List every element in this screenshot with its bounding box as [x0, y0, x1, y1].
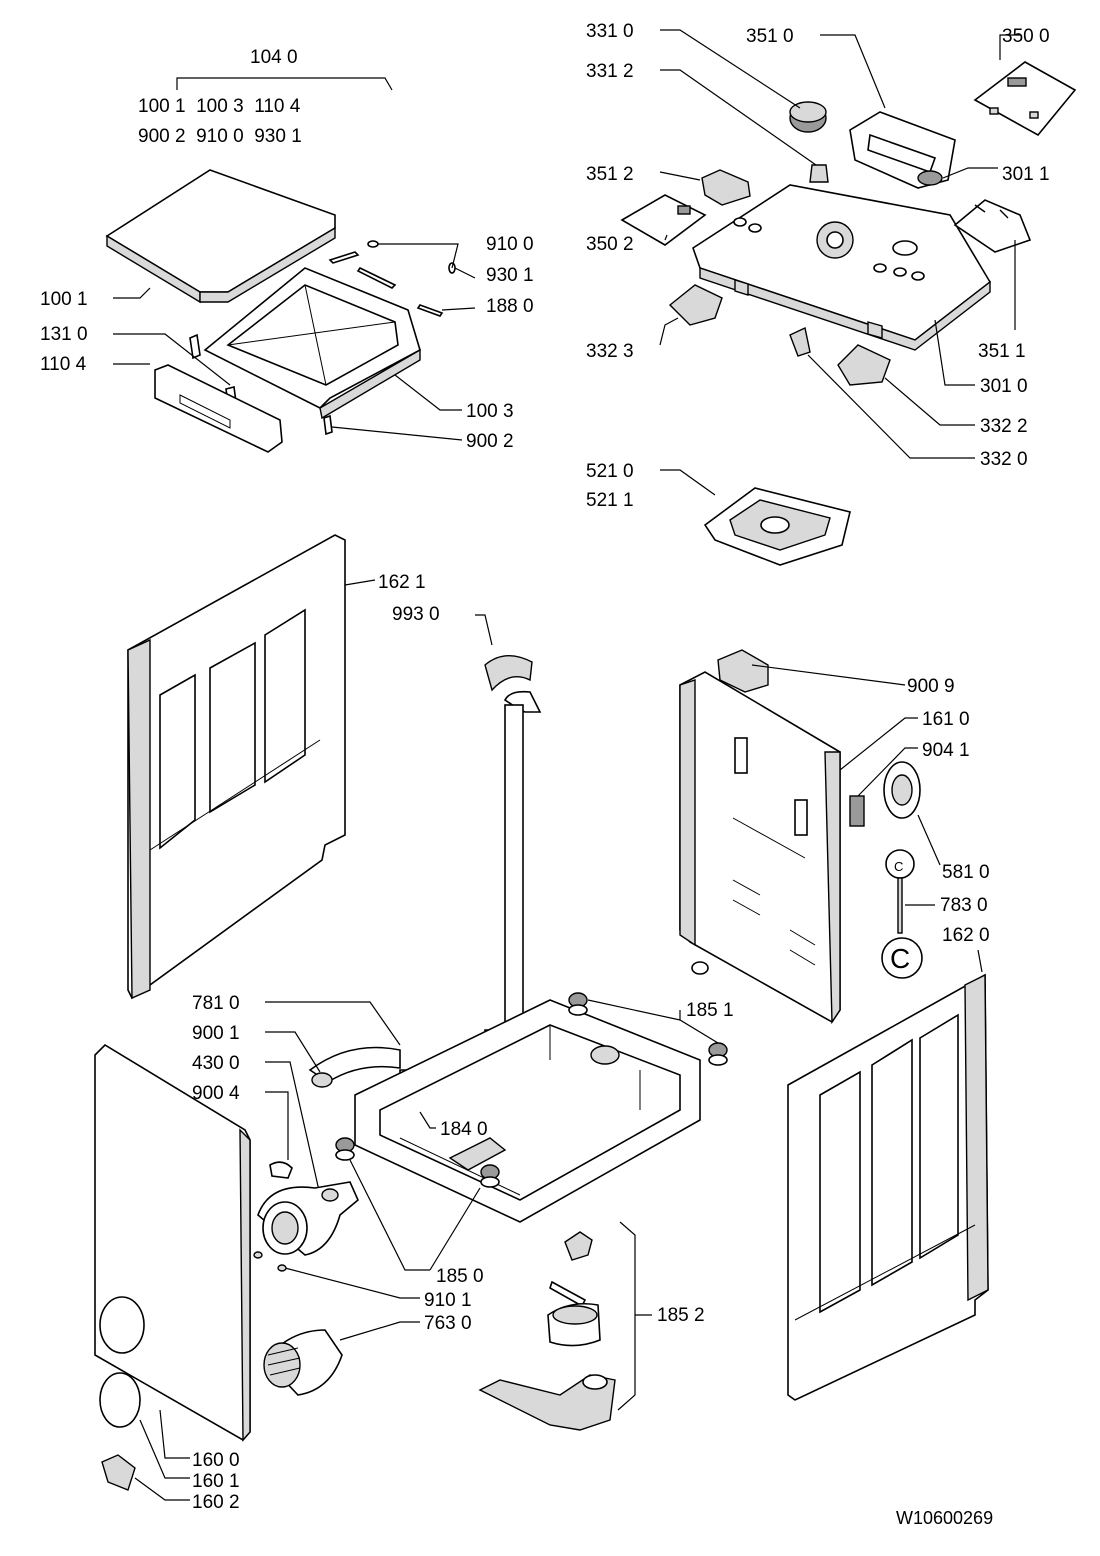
- electronic-board-part: [973, 61, 1077, 137]
- callout-9009: 900 9: [907, 676, 955, 697]
- callout-1850: 185 0: [436, 1266, 484, 1287]
- callout-3320: 332 0: [980, 449, 1028, 470]
- callout-7630: 763 0: [424, 1313, 472, 1334]
- callouts-front-panel: 160 0 160 1 160 2: [134, 1409, 240, 1513]
- top-lid-part: [105, 169, 336, 304]
- callout-9004: 900 4: [192, 1083, 240, 1104]
- left-side-panel-part: [127, 534, 346, 1000]
- feet-part: [335, 992, 728, 1188]
- callout-9101: 910 1: [424, 1290, 472, 1311]
- callout-1602: 160 2: [192, 1492, 240, 1513]
- button-holder-part: [953, 199, 1032, 253]
- console-panel-part: [692, 184, 992, 351]
- accessory-kit-part: [478, 1231, 616, 1431]
- service-door-part: [99, 1372, 141, 1491]
- callout-1620: 162 0: [942, 925, 990, 946]
- callout-5211: 521 1: [586, 490, 634, 511]
- connector-mark-large: C: [890, 943, 910, 974]
- callout-9001: 900 1: [192, 1023, 240, 1044]
- dispenser-part: [703, 487, 851, 566]
- group-104-header: 104 0 100 1 100 3 110 4 900 2 910 0 930 …: [138, 47, 393, 147]
- pump-filter-part: [263, 1329, 343, 1396]
- callout-1621: 162 1: [378, 572, 426, 593]
- callout-9002: 900 2: [466, 431, 514, 452]
- callouts-center: 993 0 781 0 900 1 430 0 900 4 185 1 184 …: [192, 604, 734, 1341]
- callout-5210: 521 0: [586, 461, 634, 482]
- callout-1840: 184 0: [440, 1119, 488, 1140]
- callout-1104: 110 4: [40, 354, 87, 375]
- callout-1610: 161 0: [922, 709, 970, 730]
- callout-5810: 581 0: [942, 862, 990, 883]
- group-members-row2: 900 2 910 0 930 1: [138, 126, 302, 147]
- callout-7830: 783 0: [940, 895, 988, 916]
- led-button-part: [917, 170, 943, 186]
- rear-panel-part: [679, 649, 841, 1025]
- front-trim-part: [154, 364, 283, 453]
- callout-3323: 332 3: [586, 341, 634, 362]
- right-side-panel-part: [787, 973, 989, 1401]
- callouts-rear-panel: 900 9 161 0 904 1 581 0 783 0 162 0: [751, 664, 990, 973]
- callout-3500: 350 0: [1002, 26, 1050, 47]
- callout-3312: 331 2: [586, 61, 634, 82]
- front-panel-part: [94, 1043, 251, 1442]
- base-frame-part: [354, 999, 701, 1223]
- callout-4300: 430 0: [192, 1053, 240, 1074]
- board-left-part: [620, 169, 751, 246]
- callout-3511: 351 1: [978, 341, 1026, 362]
- callouts-left-panel: 162 1: [344, 572, 426, 593]
- callout-3011: 301 1: [1002, 164, 1050, 185]
- callout-3502: 350 2: [586, 234, 634, 255]
- callout-1601: 160 1: [192, 1471, 240, 1492]
- callout-1851: 185 1: [686, 1000, 734, 1021]
- console-bracket-part: [849, 111, 956, 189]
- callout-3510: 351 0: [746, 26, 794, 47]
- group-185-2: 185 2: [617, 1221, 705, 1411]
- callout-3310: 331 0: [586, 21, 634, 42]
- group-members-row1: 100 1 100 3 110 4: [138, 96, 301, 117]
- callout-1880: 188 0: [486, 296, 534, 317]
- callout-9301: 930 1: [486, 265, 534, 286]
- connector-mark-small: C: [894, 859, 903, 874]
- top-frame-part: [203, 267, 421, 420]
- callout-1003: 100 3: [466, 401, 514, 422]
- group-label-1040: 104 0: [250, 47, 298, 68]
- callout-1600: 160 0: [192, 1450, 240, 1471]
- pressure-switch-part: C C: [849, 761, 923, 979]
- drain-pump-part: [253, 1161, 359, 1272]
- drawing-number: W10600269: [896, 1508, 993, 1528]
- key-blocks-part: [668, 284, 891, 386]
- drain-hose-part: [308, 1046, 401, 1088]
- callout-9930: 993 0: [392, 604, 440, 625]
- callout-3010: 301 0: [980, 376, 1028, 397]
- group-bracket: [176, 77, 393, 91]
- callout-3512: 351 2: [586, 164, 634, 185]
- callout-9041: 904 1: [922, 740, 970, 761]
- callouts-top-right: 331 0 331 2 351 0 350 0 351 2 301 1 350 …: [586, 21, 1050, 511]
- callout-1001: 100 1: [40, 289, 88, 310]
- console-knob-part: [789, 101, 829, 183]
- callout-9100: 910 0: [486, 234, 534, 255]
- callout-1852: 185 2: [657, 1305, 705, 1326]
- callout-1310: 131 0: [40, 324, 88, 345]
- callouts-top-left: 910 0 930 1 188 0 100 1 131 0 110 4 100 …: [40, 234, 534, 452]
- callout-3322: 332 2: [980, 416, 1028, 437]
- callout-7810: 781 0: [192, 993, 240, 1014]
